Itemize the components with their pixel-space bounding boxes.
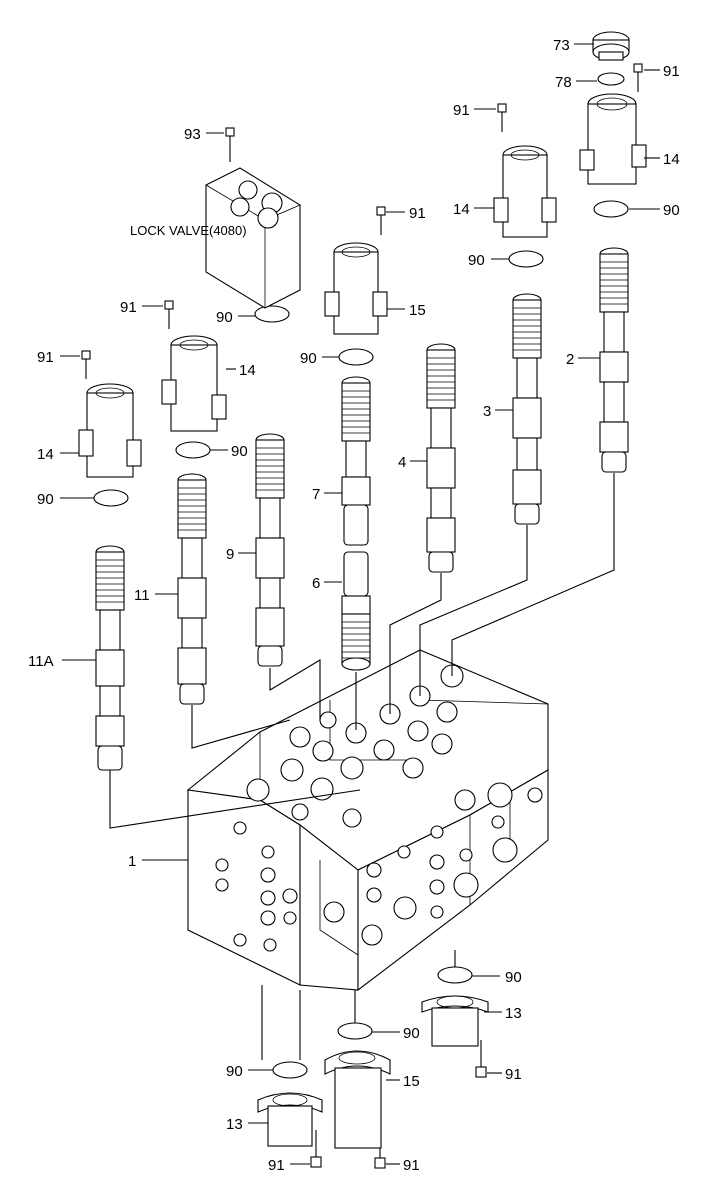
lock-valve-block	[205, 167, 301, 309]
callout-9: 9	[226, 546, 234, 563]
spool-6	[341, 551, 371, 671]
callout-91: 91	[268, 1157, 285, 1174]
spool-11	[177, 473, 207, 705]
callout-14: 14	[663, 151, 680, 168]
callout-15: 15	[403, 1073, 420, 1090]
callout-91: 91	[505, 1066, 522, 1083]
cover-13-right	[421, 995, 489, 1047]
main-valve-body	[186, 649, 549, 992]
callout-91: 91	[37, 349, 54, 366]
cover-13-left	[257, 1092, 323, 1147]
callout-3: 3	[483, 403, 491, 420]
callout-leaders	[60, 43, 660, 1165]
callout-11a: 11A	[28, 653, 54, 670]
callout-14: 14	[37, 446, 54, 463]
cover-15-bottom	[324, 1050, 391, 1149]
callout-90: 90	[226, 1063, 243, 1080]
cover-14-e	[78, 383, 142, 478]
callout-91: 91	[409, 205, 426, 222]
callout-78: 78	[555, 74, 572, 91]
callout-91: 91	[663, 63, 680, 80]
callout-90: 90	[505, 969, 522, 986]
lock-valve-label: LOCK VALVE(4080)	[130, 223, 247, 238]
callout-90: 90	[403, 1025, 420, 1042]
cover-15-c	[324, 242, 388, 335]
callout-2: 2	[566, 351, 574, 368]
spool-3	[512, 293, 542, 525]
callout-13: 13	[226, 1116, 243, 1133]
cap-73	[592, 31, 630, 61]
callout-6: 6	[312, 575, 320, 592]
callout-93: 93	[184, 126, 201, 143]
assembly-lines	[109, 473, 615, 1060]
callout-15: 15	[409, 302, 426, 319]
spool-9	[255, 433, 285, 667]
callout-90: 90	[37, 491, 54, 508]
cover-14-top-right	[579, 93, 647, 185]
callout-90: 90	[231, 443, 248, 460]
spool-4	[426, 343, 456, 573]
spool-2	[599, 247, 629, 473]
callout-13: 13	[505, 1005, 522, 1022]
callout-90: 90	[468, 252, 485, 269]
callout-91: 91	[453, 102, 470, 119]
callout-91: 91	[120, 299, 137, 316]
cover-14-b	[493, 145, 557, 238]
spool-7	[341, 376, 371, 546]
callout-90: 90	[663, 202, 680, 219]
spool-11a	[95, 545, 125, 771]
callout-1: 1	[128, 853, 136, 870]
callout-labels: 73 78 91 14 90 91 14 90 93 LOCK VALVE(40…	[28, 37, 680, 1174]
callout-11: 11	[134, 587, 150, 604]
callout-7: 7	[312, 486, 320, 503]
cover-14-d	[161, 335, 227, 432]
callout-4: 4	[398, 454, 406, 471]
callout-90: 90	[300, 350, 317, 367]
callout-14: 14	[239, 362, 256, 379]
callout-91: 91	[403, 1157, 420, 1174]
bolts	[81, 63, 643, 1169]
callout-73: 73	[553, 37, 570, 54]
callout-90: 90	[216, 309, 233, 326]
o-rings	[93, 72, 629, 1079]
callout-14: 14	[453, 201, 470, 218]
